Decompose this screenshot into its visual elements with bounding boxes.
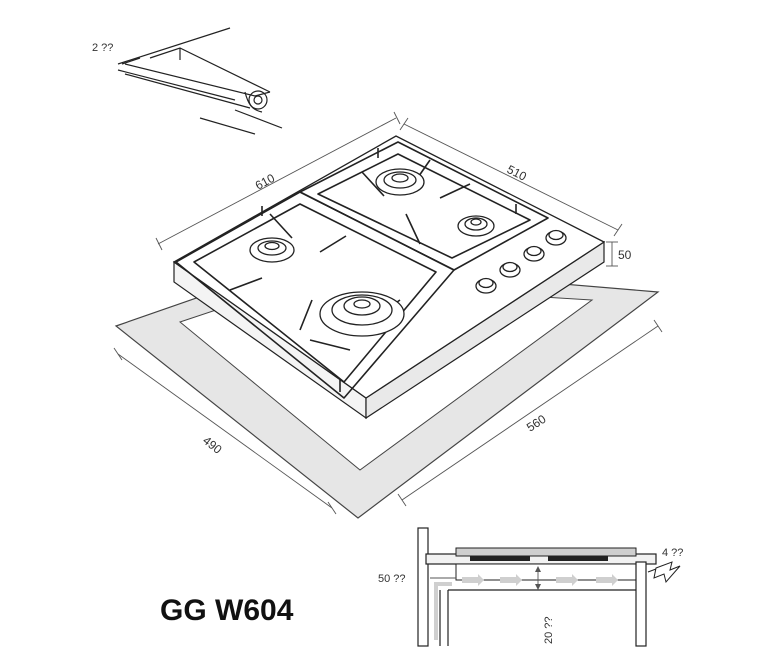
side-gap-label: 50 ??: [378, 573, 406, 585]
hob-depth-label: 510: [505, 162, 529, 184]
hob-height-label: 50: [618, 248, 632, 262]
cutout-width-label: 560: [524, 412, 549, 435]
edge-gap-label: 4 ??: [662, 547, 683, 559]
pan-supports: [175, 141, 549, 399]
bottom-gap-label: 20 ??: [543, 616, 555, 644]
hob-dimension-lines: [155, 111, 623, 267]
seal-thickness-label: 2 ??: [92, 42, 113, 54]
burner-front-wok: [319, 291, 405, 337]
cutout-depth-label: 490: [200, 433, 225, 457]
model-name: GG W604: [160, 594, 294, 627]
burner-front-left: [249, 237, 295, 263]
airflow-arrows: [462, 574, 618, 586]
knob-1: [475, 277, 497, 294]
burner-back-right: [457, 215, 495, 237]
hob-width-label: 610: [253, 171, 278, 193]
installation-section: [417, 527, 681, 647]
knob-2: [499, 261, 521, 278]
burner-back-left: [375, 168, 425, 196]
control-knobs: [475, 229, 567, 294]
seal-detail: [117, 27, 283, 135]
cutout-dimension-lines: [113, 319, 663, 515]
knob-4: [545, 229, 567, 246]
knob-3: [523, 245, 545, 262]
